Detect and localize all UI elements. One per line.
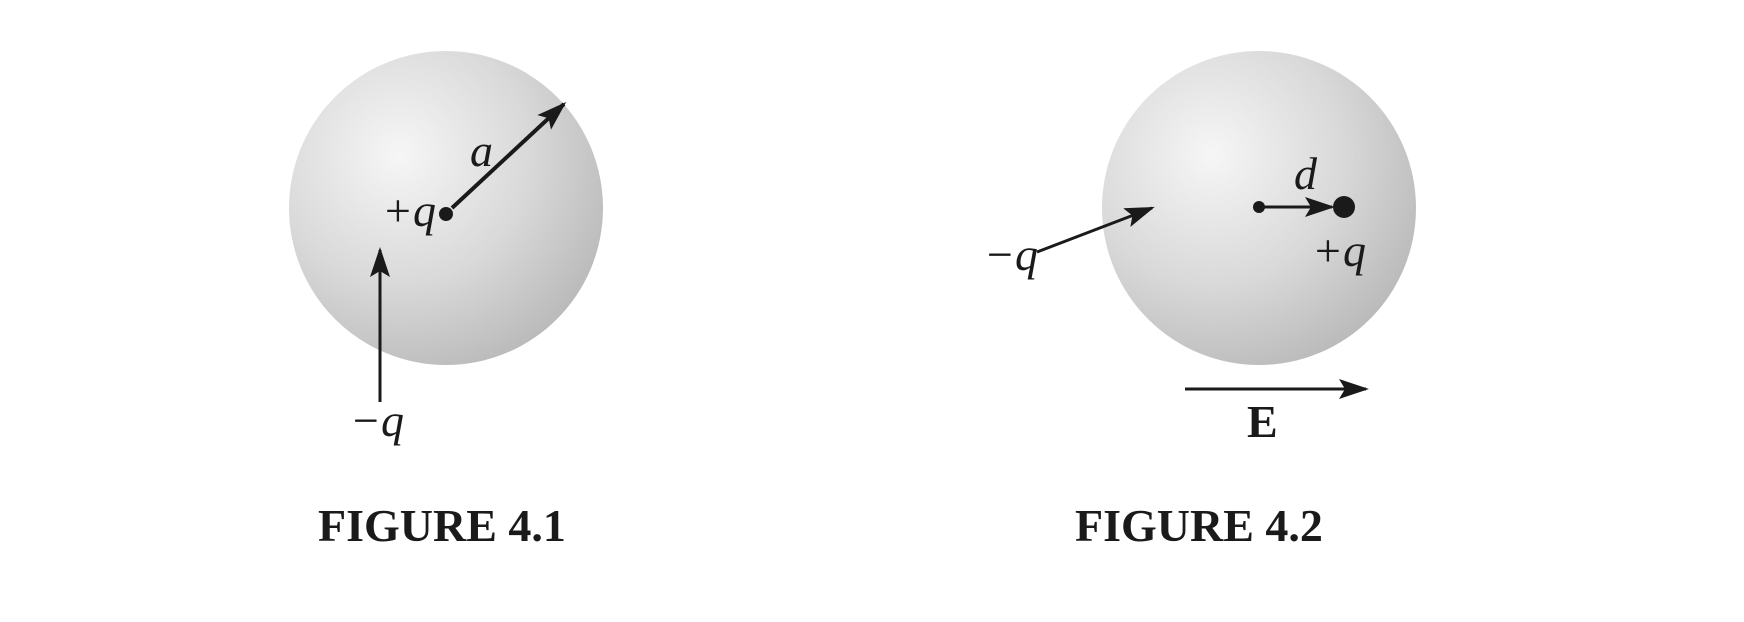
figure-4-1: +q a −q FIGURE 4.1	[289, 51, 603, 551]
external-charge-label-2: −q	[984, 229, 1038, 280]
displacement-label: d	[1294, 148, 1318, 199]
figure-4-2: −q d +q E FIGURE 4.2	[984, 51, 1416, 551]
figure-4-1-caption: FIGURE 4.1	[318, 500, 566, 551]
displacement-origin-dot	[1253, 201, 1265, 213]
radius-label: a	[470, 125, 493, 176]
figure-4-2-caption: FIGURE 4.2	[1075, 500, 1323, 551]
field-label: E	[1247, 396, 1278, 447]
external-charge-label-1: −q	[350, 395, 404, 446]
external-charge-arrow-2	[1036, 206, 1155, 254]
center-charge-dot	[439, 207, 453, 221]
displaced-charge-dot	[1333, 196, 1355, 218]
center-charge-label: +q	[382, 185, 436, 236]
displaced-charge-label: +q	[1312, 225, 1366, 276]
radius-arrow	[450, 101, 567, 210]
